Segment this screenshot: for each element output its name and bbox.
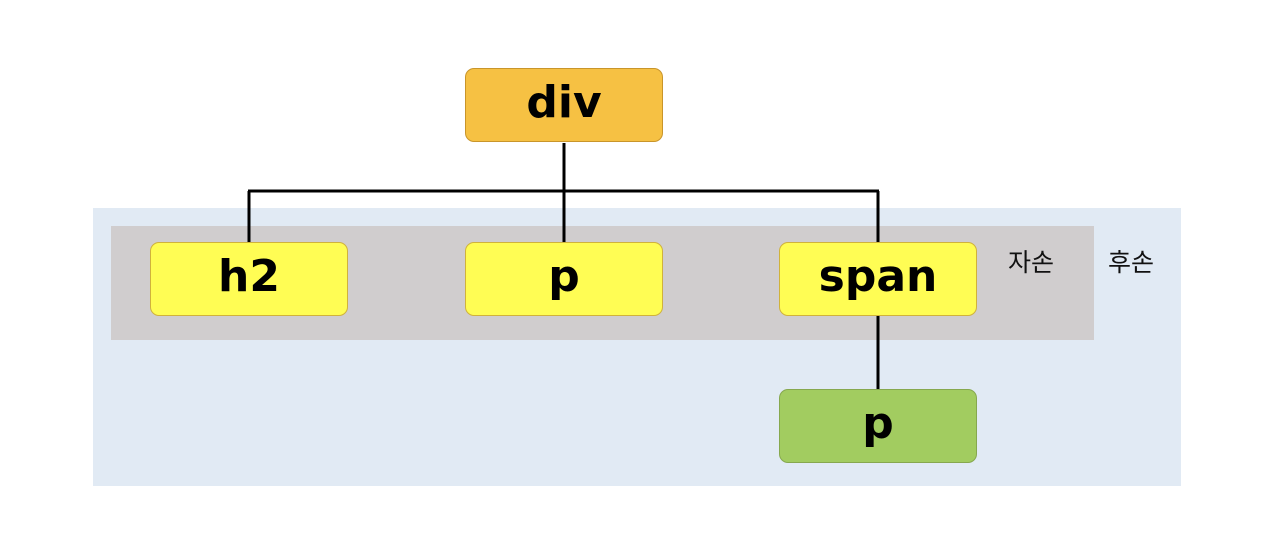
node-h2-label: h2 (218, 251, 280, 302)
node-p-grandchild-label: p (862, 398, 894, 449)
node-p-child: p (465, 242, 663, 316)
children-region-label: 자손 (1008, 248, 1055, 277)
node-h2: h2 (150, 242, 348, 316)
node-p-child-label: p (548, 251, 580, 302)
node-span-label: span (818, 251, 938, 302)
descendants-region-label: 후손 (1108, 248, 1155, 277)
node-span: span (779, 242, 977, 316)
node-div: div (465, 68, 663, 142)
node-div-label: div (526, 77, 602, 128)
node-p-grandchild: p (779, 389, 977, 463)
